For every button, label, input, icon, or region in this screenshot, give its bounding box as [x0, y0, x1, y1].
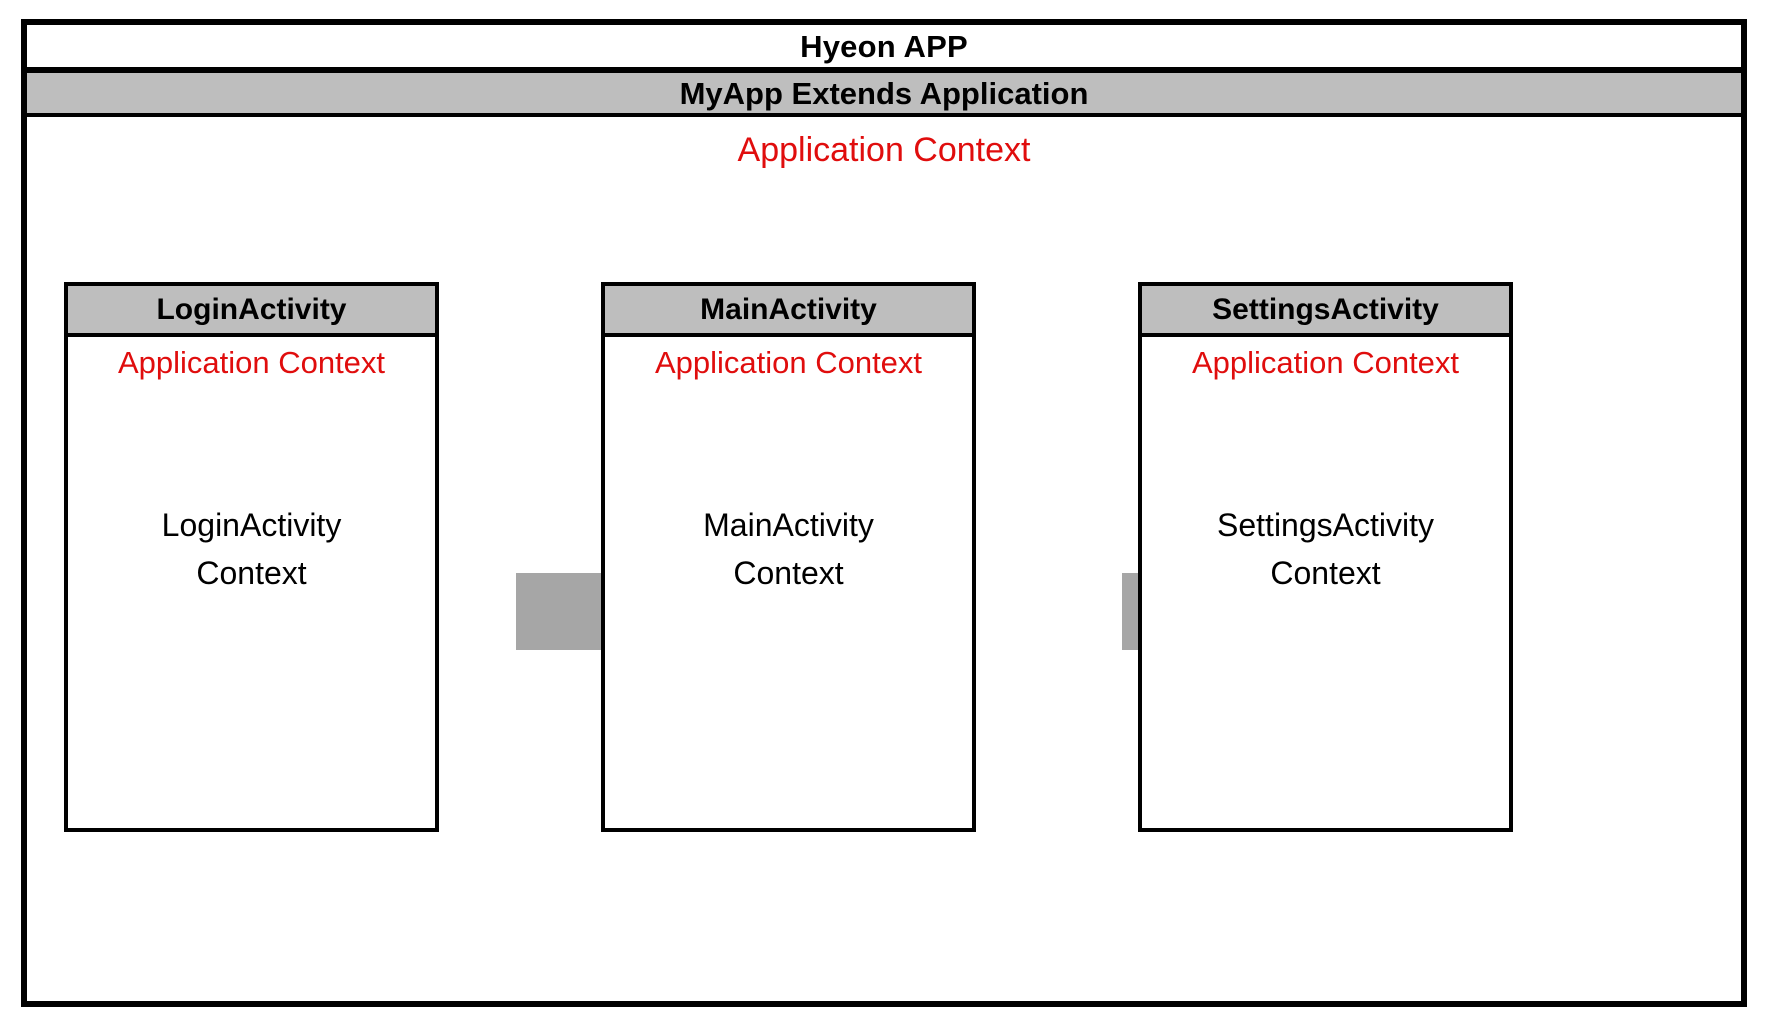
app-title: Hyeon APP: [800, 28, 968, 64]
activity-header-main: MainActivity: [605, 286, 972, 337]
app-subtitle: MyApp Extends Application: [679, 75, 1089, 111]
activity-title-main: MainActivity: [700, 292, 877, 326]
activity-header-login: LoginActivity: [68, 286, 435, 337]
activity-box-settings: SettingsActivity Application Context Set…: [1138, 282, 1513, 832]
activity-title-settings: SettingsActivity: [1212, 292, 1439, 326]
app-subtitle-bar: MyApp Extends Application: [27, 73, 1741, 117]
activity-box-login: LoginActivity Application Context LoginA…: [64, 282, 439, 832]
app-title-bar: Hyeon APP: [27, 25, 1741, 73]
application-context-label: Application Context: [737, 131, 1031, 169]
activity-box-main: MainActivity Application Context MainAct…: [601, 282, 976, 832]
activity-application-context-settings: Application Context: [1191, 345, 1460, 380]
activity-header-settings: SettingsActivity: [1142, 286, 1509, 337]
activity-application-context-login: Application Context: [117, 345, 386, 380]
activity-application-context-main: Application Context: [654, 345, 923, 380]
app-frame: Hyeon APP MyApp Extends Application Appl…: [21, 19, 1747, 1007]
activity-title-login: LoginActivity: [156, 292, 347, 326]
